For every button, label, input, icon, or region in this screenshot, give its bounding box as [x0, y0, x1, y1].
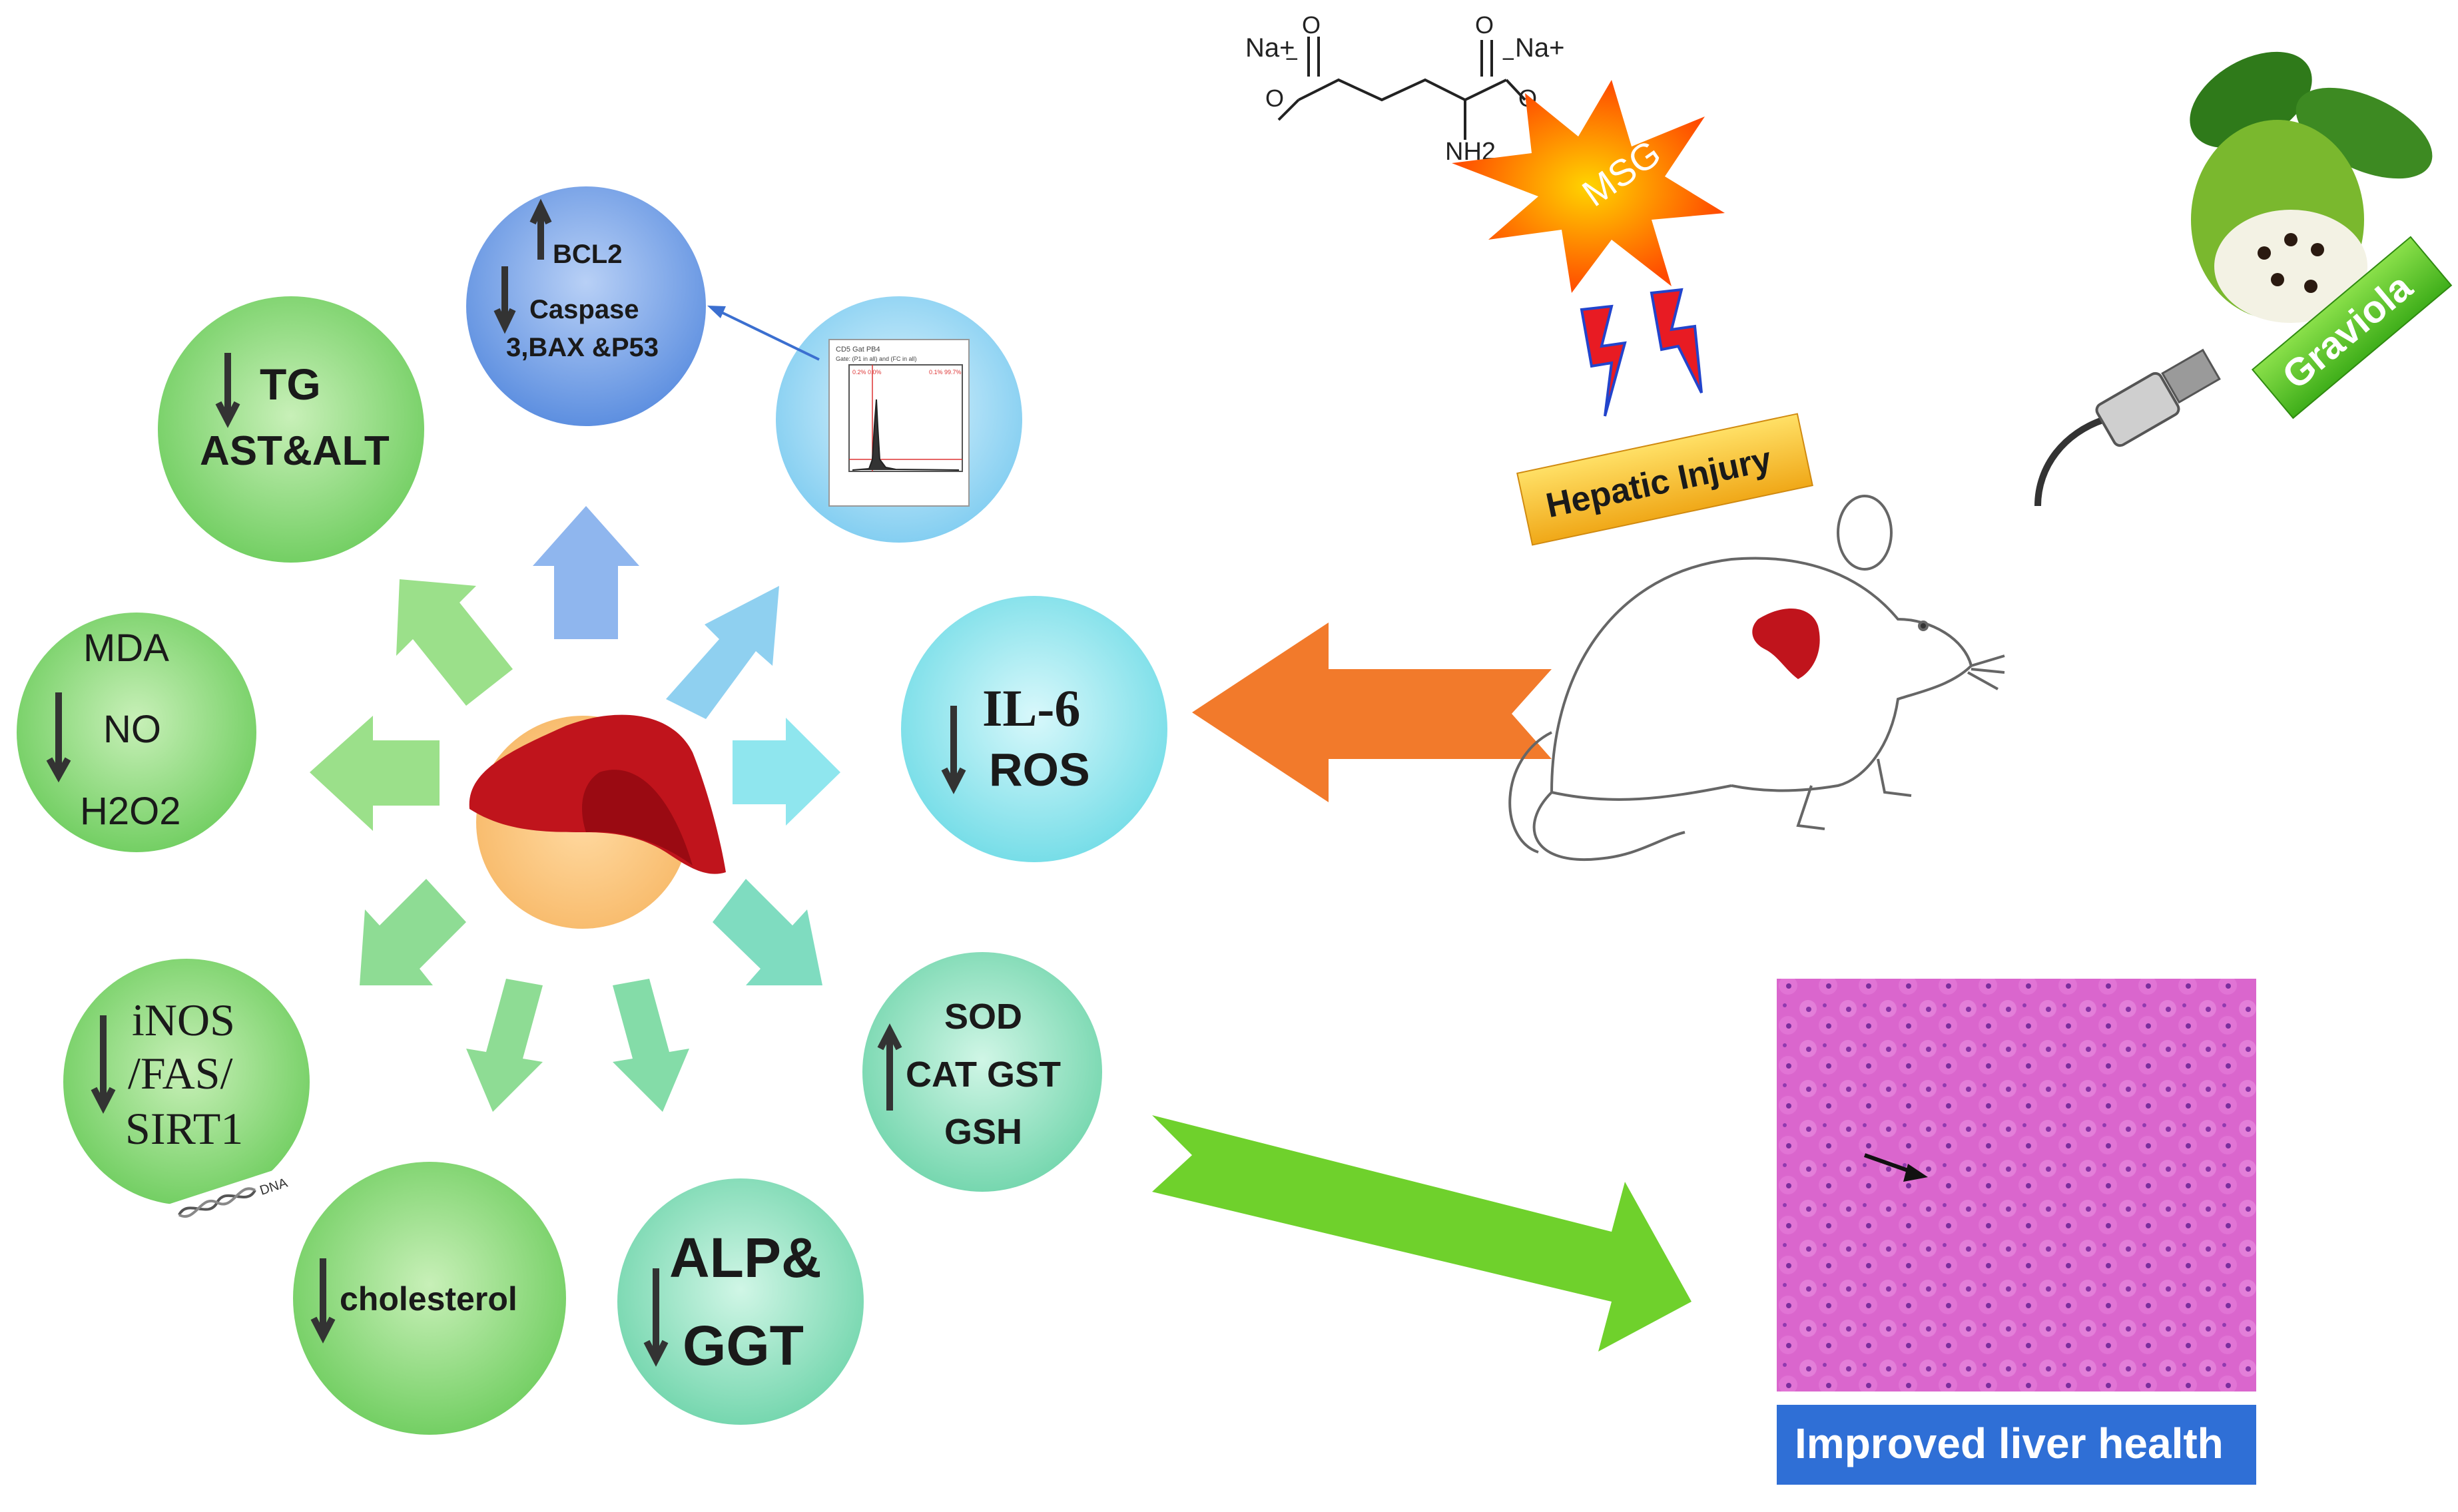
ggt-label: GGT: [683, 1314, 804, 1377]
starburst-icon: [1452, 80, 1725, 293]
inos-label: iNOS: [132, 995, 235, 1045]
chem-o-bottom-left: O: [1265, 85, 1284, 112]
down-arrow-icon: [310, 1258, 336, 1344]
radial-arrows: [310, 506, 840, 1112]
circle-alp: ALP& GGT: [617, 1178, 864, 1425]
alp-label: ALP&: [669, 1226, 822, 1289]
chem-minus-right: −: [1502, 47, 1515, 72]
circle-sod: SOD CAT GST GSH: [862, 952, 1102, 1192]
arrow-upper-right: [666, 586, 779, 719]
caspase-label: Caspase: [529, 295, 639, 324]
flow-plot-panel: [828, 339, 970, 507]
ros-label: ROS: [989, 744, 1090, 796]
na-right-label: Na+: [1515, 33, 1565, 63]
mda-label: MDA: [83, 627, 169, 670]
circle-tg: TG AST&ALT: [158, 296, 424, 563]
up-arrow-icon: [529, 198, 552, 260]
no-label: NO: [103, 708, 161, 751]
h2o2-label: H2O2: [80, 790, 181, 833]
flow-plot-q-right: 0.1% 99.7%: [929, 369, 962, 376]
lightning-bolt-icon: [1650, 288, 1703, 393]
sod-label: SOD: [944, 997, 1022, 1037]
arrow-down-right: [613, 979, 689, 1112]
flow-to-bcl2-arrow: [715, 308, 820, 361]
lightning-bolt-icon: [1580, 304, 1627, 417]
hepatic-injury-badge: Hepatic Injury: [1516, 413, 1813, 546]
down-arrow-icon: [941, 706, 966, 794]
flow-plot-axes: [848, 364, 963, 472]
center-liver-lobe: [582, 770, 693, 866]
dna-icon: DNA: [168, 1165, 298, 1230]
graviola-fruit-image: [2190, 51, 2433, 323]
circle-flow-cytometry: CD5 Gat PB4 Gate: (P1 in all) and (FC in…: [776, 296, 1022, 543]
improved-label-box: [1777, 1405, 2256, 1485]
flow-plot-header-2: Gate: (P1 in all) and (FC in all): [836, 356, 917, 362]
orange-arrow: [1192, 623, 1552, 802]
rat-liver-icon: [1752, 608, 1820, 679]
msg-chemical-structure: [1277, 37, 1526, 140]
arrow-lower-left: [360, 879, 466, 985]
tg-label: TG: [260, 360, 321, 409]
il6-label: IL-6: [982, 679, 1080, 737]
na-left-label: Na+: [1245, 33, 1295, 63]
gsh-label: GSH: [944, 1112, 1022, 1152]
bcl2-label: BCL2: [553, 240, 622, 269]
down-arrow-icon: [643, 1268, 669, 1367]
arrow-right: [733, 718, 840, 826]
down-arrow-icon: [46, 692, 71, 783]
fas-label: /FAS/: [128, 1048, 233, 1099]
gavage-needle-icon: [2034, 348, 2221, 507]
up-arrow-icon: [877, 1023, 902, 1111]
rat-illustration: [1508, 495, 2005, 862]
bax-p53-label: 3,BAX &P53: [506, 333, 659, 362]
down-arrow-icon: [215, 353, 240, 428]
arrow-down-left: [466, 979, 543, 1112]
circle-inos: iNOS /FAS/ SIRT1 DNA: [63, 959, 310, 1230]
down-arrow-icon: [493, 266, 516, 334]
arrow-left: [310, 716, 440, 831]
histology-arrowhead: [1903, 1164, 1928, 1182]
flow-to-bcl2-arrowhead: [707, 306, 726, 318]
sirt1-label: SIRT1: [125, 1103, 243, 1154]
flow-plot-histogram: [852, 399, 960, 471]
arrow-lower-right: [713, 879, 822, 985]
green-arrow: [1152, 1115, 1691, 1352]
circle-il6: IL-6 ROS: [901, 596, 1167, 862]
circle-mda: MDA NO H2O2: [17, 613, 256, 852]
chem-minus-left: −: [1285, 47, 1299, 72]
circle-bcl2: BCL2 Caspase 3,BAX &P53: [466, 186, 706, 426]
ast-alt-label: AST&ALT: [200, 428, 390, 474]
chem-o-top-right: O: [1475, 11, 1494, 39]
circle-cholesterol: cholesterol: [293, 1162, 566, 1435]
improved-liver-health-label: Improved liver health: [1795, 1419, 2224, 1467]
chem-o-top-left: O: [1302, 11, 1321, 39]
arrow-up: [533, 506, 639, 639]
cat-gst-label: CAT GST: [906, 1055, 1061, 1095]
arrow-upper-left: [396, 579, 513, 706]
msg-burst: MSG: [1452, 80, 1725, 293]
down-arrow-icon: [91, 1015, 116, 1114]
flow-plot-q-left: 0.2% 0.0%: [852, 369, 882, 376]
flow-plot-header-1: CD5 Gat PB4: [836, 346, 880, 354]
cholesterol-label: cholesterol: [340, 1280, 517, 1318]
liver-histology-image: [1777, 979, 2256, 1391]
